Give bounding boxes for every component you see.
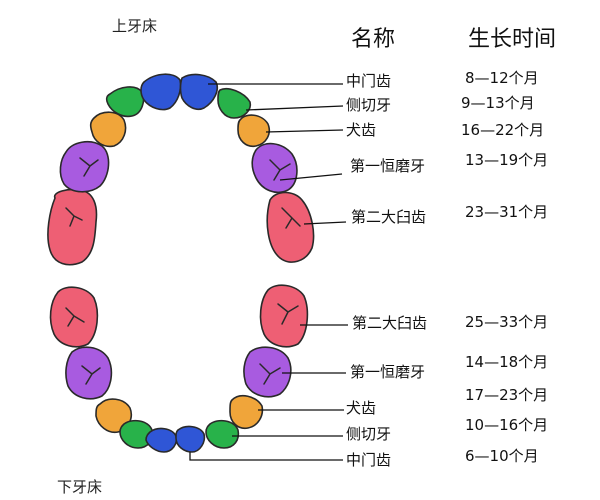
lower-right-second-molar-crack bbox=[277, 303, 299, 325]
lower-jaw bbox=[49, 284, 309, 453]
upper-left-lateral-incisor bbox=[105, 86, 145, 118]
upper-second-molar-time: 23—31个月 bbox=[465, 203, 548, 221]
lower-right-second-molar bbox=[259, 284, 309, 348]
upper-canine-time: 16—22个月 bbox=[461, 121, 544, 139]
upper-first-molar-name: 第一恒磨牙 bbox=[350, 157, 425, 175]
upper-left-central-incisor bbox=[140, 73, 182, 111]
leader-upper-second-molar bbox=[303, 221, 347, 225]
upper-central-incisor-time: 8—12个月 bbox=[465, 69, 539, 87]
lower-lateral-incisor-time: 10—16个月 bbox=[465, 416, 548, 434]
lower-jaw-label: 下牙床 bbox=[57, 478, 102, 496]
leader-upper-canine bbox=[265, 129, 344, 133]
lower-canine-name: 犬齿 bbox=[346, 399, 376, 417]
lower-first-molar-time: 14—18个月 bbox=[465, 353, 548, 371]
upper-left-first-molar bbox=[59, 140, 110, 193]
lower-left-second-molar-crack bbox=[65, 307, 85, 327]
lower-canine-time: 17—23个月 bbox=[465, 386, 548, 404]
name-labels: 中门齿 侧切牙 犬齿 第一恒磨牙 第二大臼齿 第二大臼齿 第一恒磨牙 犬齿 侧切… bbox=[346, 72, 427, 469]
upper-canine-name: 犬齿 bbox=[346, 121, 376, 139]
upper-left-second-molar bbox=[47, 188, 98, 266]
leader-lines bbox=[189, 83, 348, 461]
upper-right-first-molar bbox=[251, 142, 298, 194]
upper-lateral-incisor-name: 侧切牙 bbox=[346, 96, 391, 114]
lower-second-molar-time: 25—33个月 bbox=[465, 313, 548, 331]
leader-upper-lateral-incisor bbox=[245, 105, 344, 111]
upper-jaw-label: 上牙床 bbox=[112, 17, 157, 35]
upper-right-first-molar-crack bbox=[269, 159, 291, 181]
upper-right-second-molar bbox=[266, 191, 315, 263]
lower-left-central-incisor bbox=[145, 427, 178, 453]
upper-left-canine bbox=[89, 111, 127, 148]
upper-right-canine bbox=[237, 114, 271, 148]
lower-second-molar-name: 第二大臼齿 bbox=[352, 314, 427, 332]
leader-lower-central-incisor bbox=[189, 452, 343, 461]
leader-upper-first-molar bbox=[279, 173, 343, 181]
upper-first-molar-time: 13—19个月 bbox=[465, 151, 548, 169]
lower-left-canine bbox=[95, 398, 133, 434]
lower-left-lateral-incisor bbox=[119, 419, 154, 449]
time-labels: 8—12个月 9—13个月 16—22个月 13—19个月 23—31个月 25… bbox=[461, 69, 548, 465]
upper-right-second-molar-crack bbox=[281, 207, 301, 229]
upper-central-incisor-name: 中门齿 bbox=[346, 72, 391, 90]
lower-central-incisor-time: 6—10个月 bbox=[465, 447, 539, 465]
upper-right-central-incisor bbox=[179, 73, 219, 111]
lower-right-central-incisor bbox=[175, 425, 206, 453]
lower-central-incisor-name: 中门齿 bbox=[346, 451, 391, 469]
upper-lateral-incisor-time: 9—13个月 bbox=[461, 94, 535, 112]
time-column-header: 生长时间 bbox=[468, 27, 556, 52]
upper-second-molar-name: 第二大臼齿 bbox=[351, 208, 426, 226]
lower-first-molar-name: 第一恒磨牙 bbox=[350, 363, 425, 381]
lower-right-lateral-incisor bbox=[205, 419, 240, 449]
name-column-header: 名称 bbox=[351, 27, 395, 52]
lower-left-first-molar bbox=[65, 346, 113, 400]
upper-left-second-molar-crack bbox=[65, 207, 83, 227]
upper-left-first-molar-crack bbox=[79, 157, 99, 177]
upper-jaw bbox=[47, 73, 315, 266]
lower-lateral-incisor-name: 侧切牙 bbox=[346, 425, 391, 443]
lower-right-first-molar-crack bbox=[259, 363, 281, 385]
upper-right-lateral-incisor bbox=[217, 87, 252, 119]
lower-right-canine bbox=[229, 394, 264, 430]
lower-left-first-molar-crack bbox=[81, 365, 101, 385]
